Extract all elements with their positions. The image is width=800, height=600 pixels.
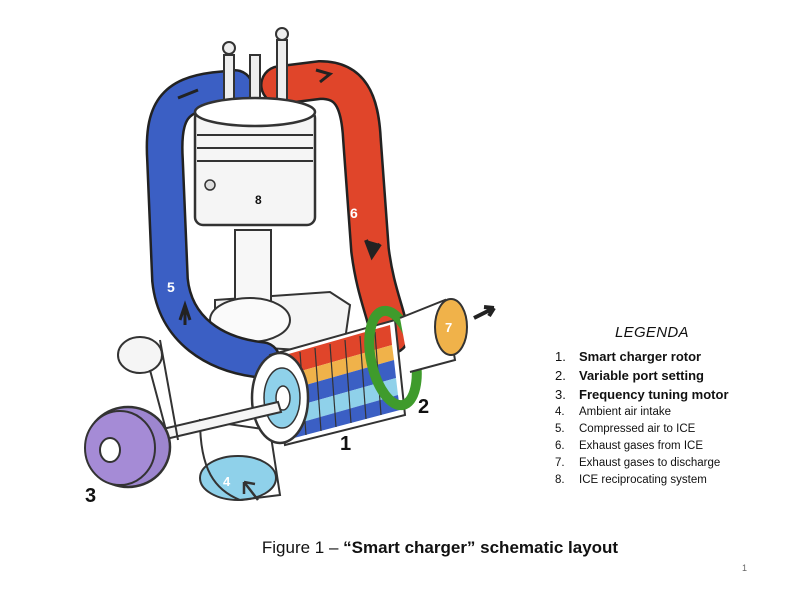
legend-item: 5. Compressed air to ICE xyxy=(555,423,795,440)
legend-title: LEGENDA xyxy=(615,324,689,341)
caption-title: “Smart charger” schematic layout xyxy=(343,538,619,557)
legend-item-label: Variable port setting xyxy=(579,368,704,383)
legend-item-label: Ambient air intake xyxy=(579,406,672,418)
label-air-intake: 4 xyxy=(223,474,231,489)
frequency-tuning-motor xyxy=(84,405,172,489)
piston xyxy=(193,96,317,227)
legend-item-number: 6. xyxy=(555,440,565,452)
label-compressed-air: 5 xyxy=(167,279,175,295)
intake-flow-arrow-icon xyxy=(178,300,192,325)
label-piston: 8 xyxy=(255,193,262,207)
legend-item-number: 8. xyxy=(555,474,565,486)
intake-top-arrow-icon xyxy=(177,88,199,100)
legend-item: 1. Smart charger rotor xyxy=(555,349,795,368)
legend-list: 1. Smart charger rotor 2. Variable port set… xyxy=(555,349,795,491)
intake-arrow-icon xyxy=(242,480,259,501)
exhaust-flow-arrow-icon xyxy=(364,239,382,261)
belt-pulley xyxy=(117,336,163,374)
label-exhaust-discharge: 7 xyxy=(445,320,452,335)
legend-item-label: Frequency tuning motor xyxy=(579,387,729,402)
figure-caption: Figure 1 – “Smart charger” schematic lay… xyxy=(0,538,800,558)
exhaust-top-arrow-icon xyxy=(315,68,334,84)
exhaust-discharge-port xyxy=(434,298,468,356)
legend-item-number: 4. xyxy=(555,406,565,418)
legend-item: 7. Exhaust gases to discharge xyxy=(555,457,795,474)
legend-item-number: 3. xyxy=(555,387,566,402)
legend-item-label: Compressed air to ICE xyxy=(579,423,696,435)
legend-item: 4. Ambient air intake xyxy=(555,406,795,423)
label-rotor: 1 xyxy=(340,433,351,455)
legend-item-number: 1. xyxy=(555,349,566,364)
legend-item: 2. Variable port setting xyxy=(555,368,795,387)
valve-stems xyxy=(222,27,289,116)
legend: LEGENDA 1. Smart charger rotor 2. Variable … xyxy=(555,324,795,491)
label-exhaust-from-ice: 6 xyxy=(350,205,358,221)
legend-item-label: Exhaust gases from ICE xyxy=(579,440,703,452)
discharge-arrow-icon xyxy=(473,305,496,320)
label-port-setting: 2 xyxy=(418,396,429,418)
rotor-housing-lower xyxy=(198,418,282,502)
caption-prefix: Figure 1 – xyxy=(261,538,344,557)
legend-item-number: 2. xyxy=(555,368,566,383)
intake-duct-fill xyxy=(148,71,279,377)
legend-item-label: ICE reciprocating system xyxy=(579,474,707,486)
legend-item-number: 7. xyxy=(555,457,565,469)
legend-item: 8. ICE reciprocating system xyxy=(555,474,795,491)
page-number: 1 xyxy=(742,563,748,573)
legend-item-number: 5. xyxy=(555,423,565,435)
legend-item-label: Exhaust gases to discharge xyxy=(579,457,721,469)
label-tuning-motor: 3 xyxy=(85,485,96,507)
legend-item-label: Smart charger rotor xyxy=(579,349,702,364)
legend-item: 3. Frequency tuning motor xyxy=(555,387,795,406)
legend-item: 6. Exhaust gases from ICE xyxy=(555,440,795,457)
